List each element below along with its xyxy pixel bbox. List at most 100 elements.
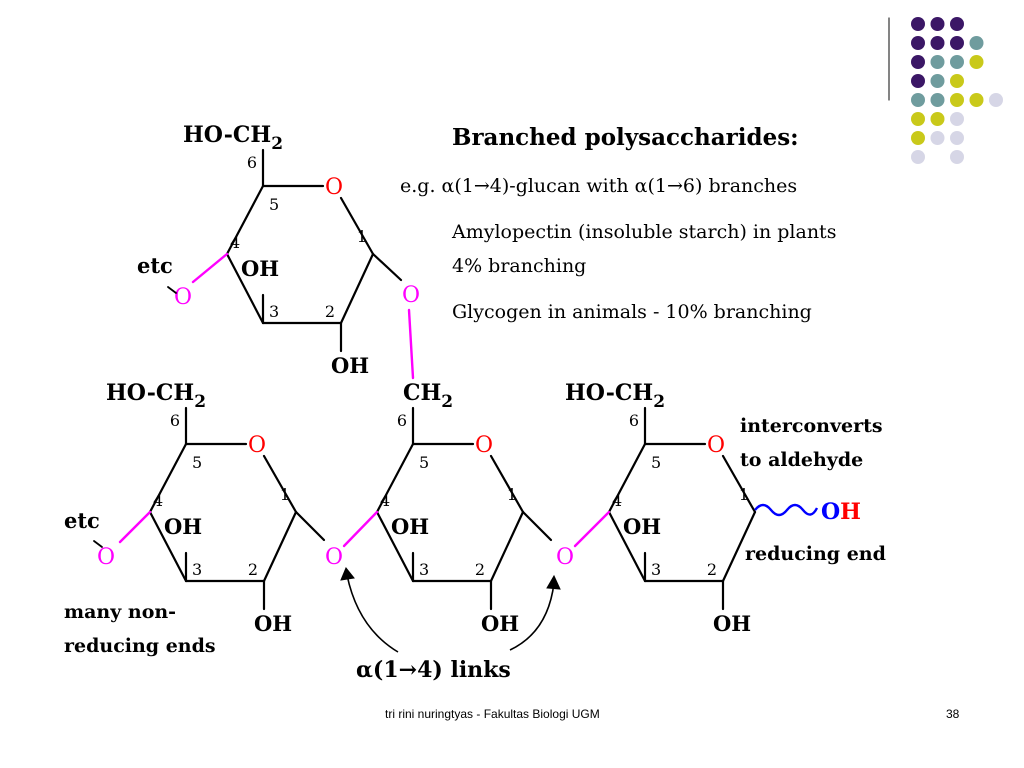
arrowhead-link-2 <box>546 574 561 590</box>
decor-dot <box>930 93 945 107</box>
amylopectin-branching-text: 4% branching <box>452 255 586 277</box>
interconverts-label: interconverts <box>740 415 883 437</box>
page-number: 38 <box>946 707 960 721</box>
c3-oh: OH <box>164 514 202 539</box>
ring-bond <box>607 510 647 583</box>
aldehyde-oh: OH <box>821 499 861 525</box>
decor-dot <box>911 74 925 88</box>
carbon-number-1: 1 <box>280 485 290 504</box>
left-etc-oxygen: O <box>97 545 115 570</box>
ring-bond <box>489 510 525 583</box>
link-oxygen-2: O <box>556 545 574 570</box>
decor-dot <box>950 55 964 69</box>
ring-bond <box>148 510 188 583</box>
carbon-number-2: 2 <box>475 560 485 579</box>
carbon-number-1: 1 <box>357 227 367 246</box>
decor-dot <box>950 93 964 107</box>
ring-bond <box>721 454 757 514</box>
carbon-number-3: 3 <box>192 560 202 579</box>
ring-bond <box>225 184 265 256</box>
decor-dot <box>911 55 925 69</box>
carbon-number-2: 2 <box>248 560 258 579</box>
reducing-end-label: reducing end <box>745 543 886 565</box>
ring-bond <box>262 454 298 514</box>
slide-title: Branched polysaccharides: <box>452 124 799 151</box>
decor-dot <box>911 93 925 107</box>
ring-bond <box>262 510 298 583</box>
carbon-number-5: 5 <box>269 195 279 214</box>
decor-dot <box>950 112 964 126</box>
left-c4-link <box>118 510 152 544</box>
links-callout: α(1→4) links <box>340 567 561 683</box>
carbon-number-6: 6 <box>629 411 639 430</box>
decorative-dot-grid <box>888 17 1003 164</box>
carbon-number-3: 3 <box>269 302 279 321</box>
alpha-1-6-oxygen: O <box>402 283 420 308</box>
ring-bond <box>607 442 647 514</box>
example-text: e.g. α(1→4)-glucan with α(1→6) branches <box>400 175 797 197</box>
carbon-number-3: 3 <box>419 560 429 579</box>
ring-oxygen: O <box>248 433 266 458</box>
left-etc-label: etc <box>64 508 100 533</box>
top-c1-bond <box>371 252 403 282</box>
c3-oh: OH <box>241 256 279 281</box>
c2-oh: OH <box>713 611 751 636</box>
ring-bond <box>225 252 265 325</box>
decor-dot <box>930 36 945 50</box>
decor-dot <box>911 131 925 145</box>
carbon-number-1: 1 <box>739 485 749 504</box>
ring-oxygen: O <box>325 175 343 200</box>
middle-c1-bond <box>521 510 553 542</box>
decor-dot <box>930 17 945 31</box>
ring-oxygen: O <box>475 433 493 458</box>
carbon-number-2: 2 <box>707 560 717 579</box>
to-aldehyde-label: to aldehyde <box>740 449 863 471</box>
carbon-number-5: 5 <box>419 453 429 472</box>
carbon-number-1: 1 <box>507 485 517 504</box>
ho-ch2-label: HO-CH2 <box>565 380 665 412</box>
slide-footer: tri rini nuringtyas - Fakultas Biologi U… <box>385 707 600 721</box>
amylopectin-text: Amylopectin (insoluble starch) in plants <box>451 221 836 243</box>
reducing-end: OH <box>754 499 861 525</box>
ring-bond <box>375 442 415 514</box>
arrow-to-link-1 <box>346 574 399 653</box>
many-nonreducing-label: many non- <box>64 601 176 623</box>
carbon-number-4: 4 <box>380 491 390 510</box>
c2-oh: OH <box>481 611 519 636</box>
left-c1-bond <box>294 510 326 542</box>
ring-bond <box>489 454 525 514</box>
open-chain-wavy-bond <box>754 503 819 517</box>
ring-oxygen: O <box>707 433 725 458</box>
ring-bond <box>339 252 375 325</box>
decor-dot <box>969 36 984 50</box>
top-c4-link <box>191 252 229 284</box>
decor-dot <box>911 112 925 126</box>
left-etc-tick <box>93 540 103 548</box>
decor-dot <box>930 74 945 88</box>
c3-oh: OH <box>623 514 661 539</box>
ho-ch2-label: HO-CH2 <box>183 122 283 154</box>
carbon-number-6: 6 <box>170 411 180 430</box>
decor-dot <box>950 74 964 88</box>
reducing-ends-label: reducing ends <box>64 635 216 657</box>
c2-oh: OH <box>254 611 292 636</box>
carbon-number-6: 6 <box>397 411 407 430</box>
ring-bond <box>721 510 757 583</box>
decor-dot <box>911 36 925 50</box>
decor-dot <box>950 36 964 50</box>
ch2-label: CH2 <box>403 380 453 412</box>
top-etc-oxygen: O <box>174 285 192 310</box>
alpha-1-6-bond <box>407 308 415 380</box>
decor-dot <box>911 150 925 164</box>
carbon-number-4: 4 <box>230 233 240 252</box>
c2-oh: OH <box>331 353 369 378</box>
decor-dot <box>950 131 964 145</box>
carbon-number-4: 4 <box>612 491 622 510</box>
ho-ch2-label: HO-CH2 <box>106 380 206 412</box>
